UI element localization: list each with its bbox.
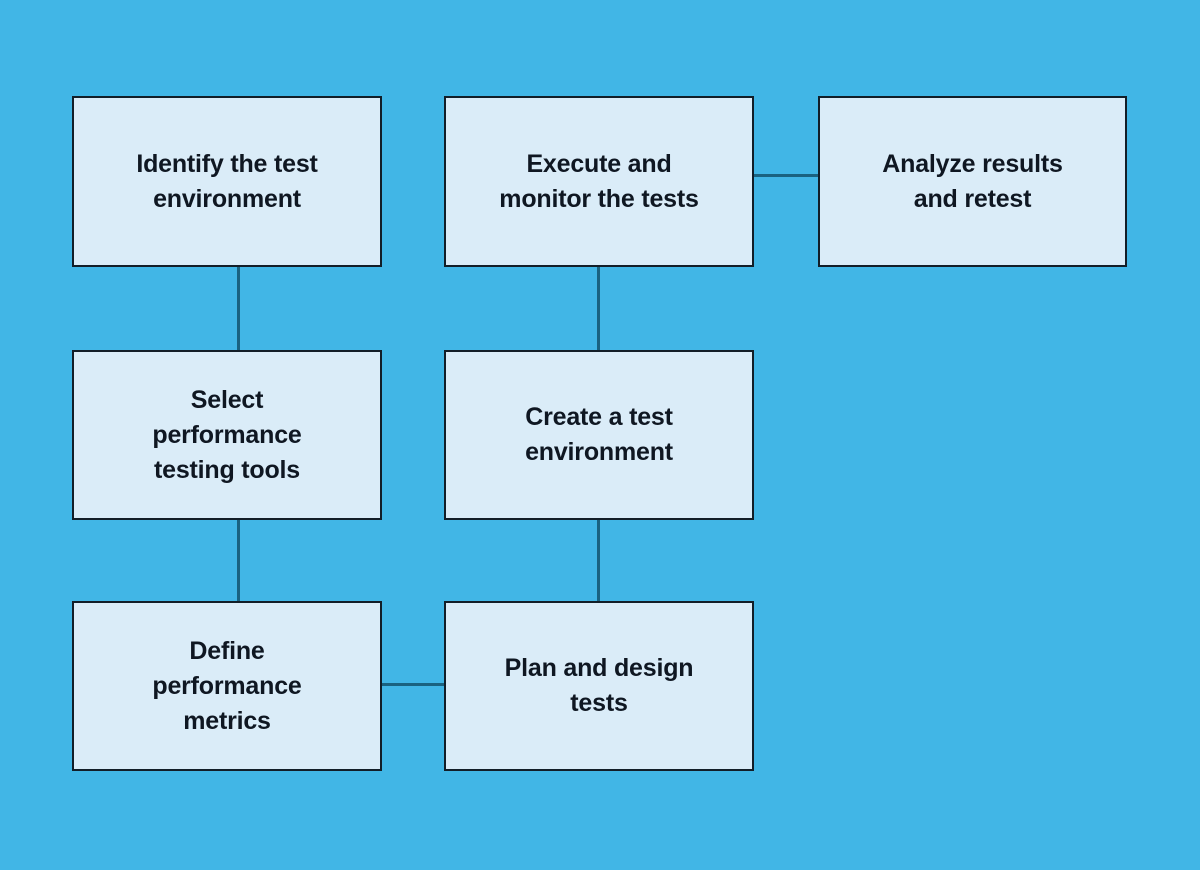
flow-node-create-test-environment: Create a test environment xyxy=(444,350,754,520)
flow-node-label: Select performance testing tools xyxy=(152,385,302,484)
flow-node-label: Identify the test environment xyxy=(136,149,318,213)
connector-execute-monitor-tests-to-analyze-results-retest xyxy=(754,173,818,177)
flow-node-label: Analyze results and retest xyxy=(882,149,1063,213)
flow-node-analyze-results-retest: Analyze results and retest xyxy=(818,96,1127,267)
flow-node-label: Plan and design tests xyxy=(504,654,694,717)
flow-node-identify-test-environment: Identify the test environment xyxy=(72,96,382,267)
flow-node-label: Execute and monitor the tests xyxy=(499,149,699,213)
connector-identify-test-environment-to-select-testing-tools xyxy=(236,267,240,350)
flow-node-plan-design-tests: Plan and design tests xyxy=(444,601,754,771)
flow-node-execute-monitor-tests: Execute and monitor the tests xyxy=(444,96,754,267)
connector-select-testing-tools-to-define-performance-metrics xyxy=(236,520,240,601)
flow-node-define-performance-metrics: Define performance metrics xyxy=(72,601,382,771)
flow-node-select-testing-tools: Select performance testing tools xyxy=(72,350,382,520)
connector-plan-design-tests-to-create-test-environment xyxy=(596,520,600,601)
flow-node-label: Define performance metrics xyxy=(152,636,302,735)
connector-create-test-environment-to-execute-monitor-tests xyxy=(596,267,600,350)
connector-define-performance-metrics-to-plan-design-tests xyxy=(382,682,444,686)
flow-node-label: Create a test environment xyxy=(525,403,673,466)
